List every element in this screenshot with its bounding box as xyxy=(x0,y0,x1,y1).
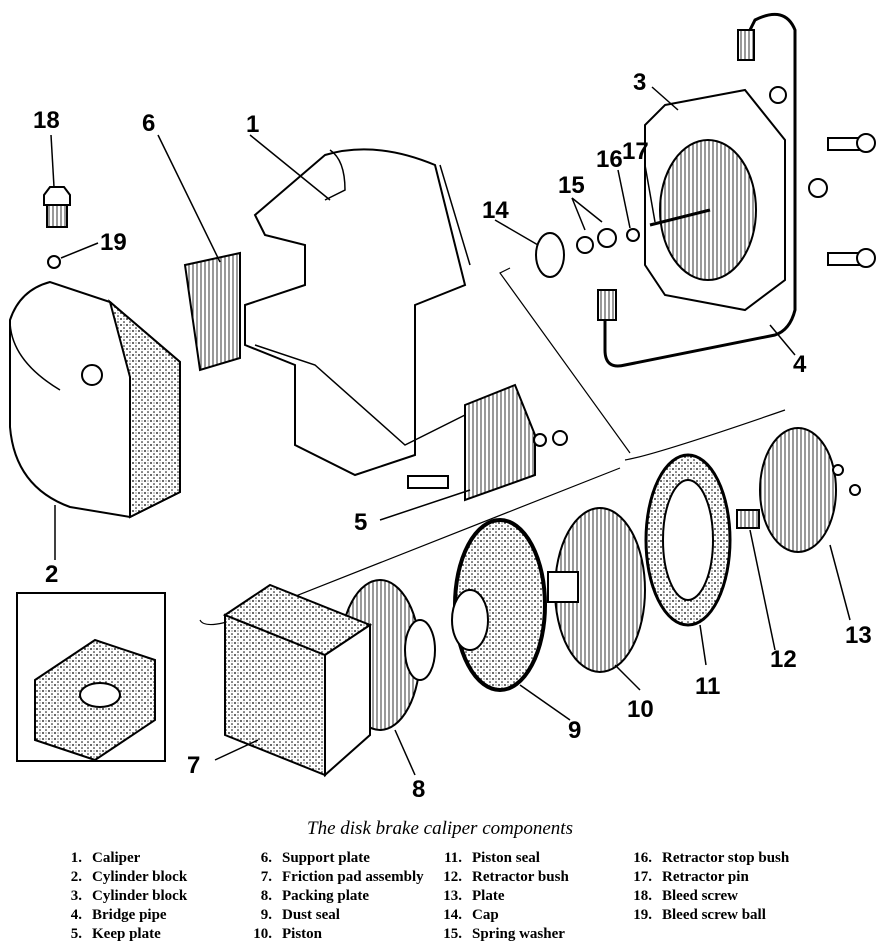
legend-item: 4.Bridge pipe xyxy=(70,907,167,923)
legend-item: 5.Keep plate xyxy=(70,926,161,942)
friction-pad-part xyxy=(214,583,373,778)
callout-17: 17 xyxy=(622,138,649,165)
exploded-diagram: 1 2 3 4 5 6 7 8 9 10 11 12 13 14 15 16 1… xyxy=(9,12,876,803)
legend-item: 15.Spring washer xyxy=(443,926,565,942)
cap-part xyxy=(494,219,565,278)
cylinder-block-left-part xyxy=(9,280,181,560)
inset-box xyxy=(16,592,166,762)
legend-item: 2.Cylinder block xyxy=(70,869,188,885)
legend-column-4: 16.Retractor stop bush 17.Retractor pin … xyxy=(626,850,789,926)
piston-part xyxy=(547,507,646,691)
bleed-screw-part xyxy=(43,134,71,228)
callout-2: 2 xyxy=(45,561,58,588)
callout-9: 9 xyxy=(568,717,581,744)
piston-seal-part xyxy=(644,453,732,666)
callout-3: 3 xyxy=(633,69,646,96)
callout-15: 15 xyxy=(558,172,585,199)
callout-13: 13 xyxy=(845,622,872,649)
callout-8: 8 xyxy=(412,776,425,803)
retractor-stop-bush-part xyxy=(617,164,656,242)
callout-11: 11 xyxy=(695,673,720,700)
bridge-pipe-part xyxy=(597,12,797,368)
legend-item: 7.Friction pad assembly xyxy=(260,869,424,885)
legend-item: 10.Piston xyxy=(253,926,323,942)
legend-item: 9.Dust seal xyxy=(260,907,340,923)
bleed-screw-ball-part xyxy=(47,242,99,269)
legend-item: 6.Support plate xyxy=(260,850,370,866)
legend-item: 18.Bleed screw xyxy=(633,888,738,904)
callout-18: 18 xyxy=(33,107,60,134)
callout-10: 10 xyxy=(627,696,654,723)
legend-item: 17.Retractor pin xyxy=(633,869,749,885)
callout-14: 14 xyxy=(482,197,509,224)
callout-6: 6 xyxy=(142,110,155,137)
legend-item: 11.Piston seal xyxy=(444,850,540,866)
spring-washer-part xyxy=(571,197,617,254)
support-plate-part xyxy=(157,134,241,372)
callout-7: 7 xyxy=(187,752,200,779)
legend-item: 1.Caliper xyxy=(70,850,141,866)
legend-item: 3.Cylinder block xyxy=(70,888,188,904)
legend-item: 12.Retractor bush xyxy=(443,869,569,885)
legend-column-3: 11.Piston seal 12.Retractor bush 13.Plat… xyxy=(436,850,569,945)
legend-item: 19.Bleed screw ball xyxy=(633,907,766,923)
dust-seal-part xyxy=(451,518,571,721)
plate-part xyxy=(759,427,861,621)
caliper-part xyxy=(244,134,471,477)
legend-column-1: 1.Caliper 2.Cylinder block 3.Cylinder bl… xyxy=(56,850,187,945)
mounting-bolts xyxy=(808,133,876,268)
legend-item: 16.Retractor stop bush xyxy=(633,850,790,866)
legend-item: 13.Plate xyxy=(443,888,505,904)
retractor-bush-part xyxy=(736,509,776,651)
callout-19: 19 xyxy=(100,229,127,256)
figure-caption: The disk brake caliper components xyxy=(307,818,573,839)
keep-plate-part xyxy=(379,383,568,521)
legend-item: 14.Cap xyxy=(443,907,499,923)
cylinder-block-right-part xyxy=(644,86,787,312)
callout-12: 12 xyxy=(770,646,797,673)
callout-16: 16 xyxy=(596,146,623,173)
legend-column-2: 6.Support plate 7.Friction pad assembly … xyxy=(246,850,424,945)
callout-1: 1 xyxy=(246,111,259,138)
legend-item: 8.Packing plate xyxy=(260,888,370,904)
callout-5: 5 xyxy=(354,509,367,536)
callout-4: 4 xyxy=(793,351,807,378)
